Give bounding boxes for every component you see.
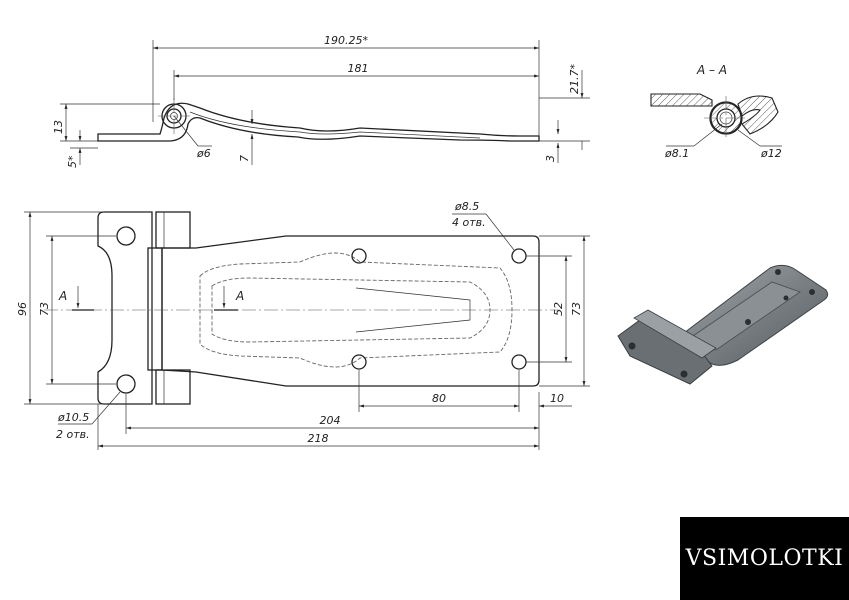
hinge-3d-render bbox=[617, 264, 829, 385]
render-hole bbox=[783, 295, 789, 301]
dim-edge-offset: 10 bbox=[550, 392, 564, 405]
plan-hole-small bbox=[351, 248, 367, 264]
plan-left-plate bbox=[97, 211, 153, 405]
plan-view: A A 96 73 52 73 ø8.5 4 отв. ø10.5 2 отв. bbox=[16, 200, 590, 450]
dim-length-204: 204 bbox=[320, 414, 341, 427]
render-hole bbox=[775, 269, 781, 275]
dim-height-total: 21.7* bbox=[568, 64, 581, 94]
dim-leaf-rise: 7 bbox=[238, 155, 251, 162]
section-marker-left: A bbox=[58, 289, 67, 303]
dim-hole-count-small: 4 отв. bbox=[452, 216, 486, 229]
leader-pin-hole bbox=[693, 123, 723, 147]
render-knuckle bbox=[633, 309, 717, 359]
plan-hole-small bbox=[511, 248, 527, 264]
leader-small-hole bbox=[485, 213, 515, 251]
plan-hole-large-top bbox=[116, 226, 136, 246]
dim-section-knuckle: ø12 bbox=[760, 147, 782, 160]
plan-moving-leaf bbox=[161, 235, 540, 387]
render-hole bbox=[628, 342, 636, 350]
dim-hole-dia-small: ø8.5 bbox=[454, 200, 479, 213]
dim-leaf-length: 181 bbox=[348, 62, 369, 75]
plan-hole-small bbox=[351, 354, 367, 370]
dim-hole-count-large: 2 отв. bbox=[56, 428, 90, 441]
plan-pin-block bbox=[147, 247, 163, 371]
dim-hole-spacing-x: 80 bbox=[432, 392, 446, 405]
leader-large-hole bbox=[91, 391, 121, 425]
dim-overall-length: 190.25* bbox=[324, 34, 368, 47]
dim-leaf-width: 52 bbox=[552, 302, 565, 316]
section-title: A – A bbox=[696, 63, 727, 77]
plan-knuckle-top bbox=[155, 211, 191, 249]
render-hole bbox=[809, 289, 815, 295]
section-marker-right: A bbox=[235, 289, 244, 303]
dim-thickness: 3 bbox=[544, 155, 557, 162]
render-hole bbox=[680, 370, 688, 378]
leader-knuckle bbox=[737, 129, 761, 147]
dim-overall-height: 96 bbox=[16, 302, 29, 316]
side-view-leaf-outline bbox=[97, 102, 540, 142]
leader-pin bbox=[173, 115, 199, 147]
plan-hole-small bbox=[511, 354, 527, 370]
brand-logo: VSIMOLOTKI bbox=[680, 517, 849, 600]
dim-length-218: 218 bbox=[308, 432, 329, 445]
render-hole bbox=[745, 319, 751, 325]
dim-section-pin-hole: ø8.1 bbox=[664, 147, 689, 160]
side-view-inner-line bbox=[189, 111, 481, 139]
section-view-a-a: A – A ø8.1 ø12 bbox=[650, 63, 782, 160]
dim-pin-diameter: ø6 bbox=[196, 147, 211, 160]
section-leaf-left bbox=[650, 93, 713, 107]
section-leaf-right bbox=[737, 95, 779, 135]
dim-knuckle-height: 13 bbox=[52, 120, 65, 134]
dim-hole-spacing-left: 73 bbox=[38, 302, 51, 316]
dim-offset: 5* bbox=[66, 155, 79, 168]
side-view: 190.25* 181 21.7* 3 13 5* ø6 7 bbox=[52, 34, 590, 168]
plan-hole-large-bottom bbox=[116, 374, 136, 394]
plan-knuckle-bottom bbox=[155, 369, 191, 405]
dim-hole-dia-large: ø10.5 bbox=[57, 411, 89, 424]
dim-hole-spacing-right: 73 bbox=[570, 302, 583, 316]
